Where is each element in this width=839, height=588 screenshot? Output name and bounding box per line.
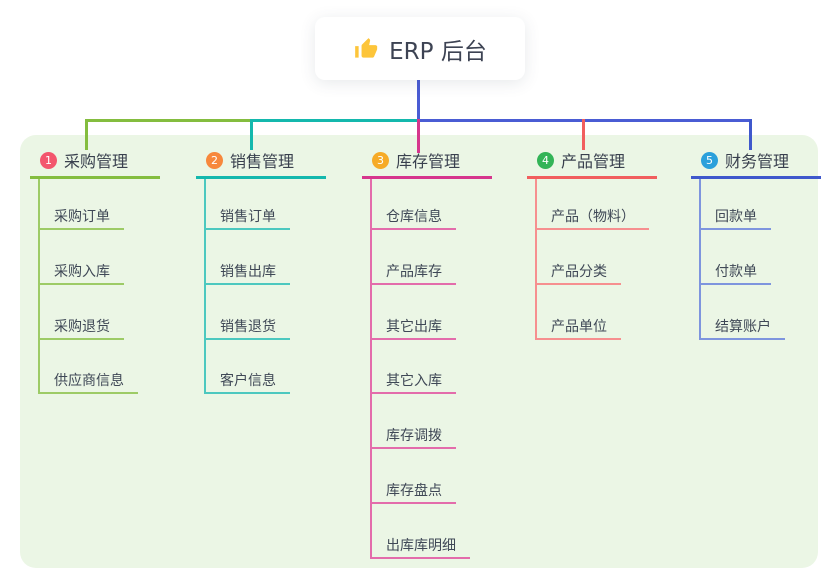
child-node[interactable]: 采购入库 (38, 261, 124, 285)
child-node[interactable]: 产品（物料） (535, 206, 649, 230)
child-node[interactable]: 其它入库 (370, 370, 456, 395)
child-node[interactable]: 销售退货 (204, 316, 290, 340)
branch-child-connector-5 (699, 179, 701, 340)
branch-drop-4 (582, 119, 585, 150)
child-node[interactable]: 采购退货 (38, 316, 124, 340)
branch-header-5[interactable]: 5 财务管理 (691, 144, 821, 179)
branch-header-3[interactable]: 3 库存管理 (362, 144, 492, 179)
thumbs-up-icon (353, 36, 379, 62)
branch-title: 库存管理 (396, 152, 461, 171)
branch-drop-2 (250, 119, 253, 150)
root-node[interactable]: ERP 后台 (315, 17, 525, 80)
bus-segment-1 (85, 119, 253, 122)
branch-number-badge: 5 (701, 151, 718, 169)
branches-panel (20, 135, 818, 568)
branch-title: 产品管理 (561, 152, 626, 171)
branch-number-badge: 3 (372, 151, 389, 169)
child-node[interactable]: 客户信息 (204, 370, 290, 395)
child-node[interactable]: 付款单 (699, 261, 771, 285)
child-node[interactable]: 库存盘点 (370, 480, 456, 504)
branch-drop-1 (85, 119, 88, 150)
branch-child-connector-2 (204, 179, 206, 395)
bus-segment-2 (250, 119, 420, 122)
child-node[interactable]: 出库库明细 (370, 535, 470, 559)
child-node[interactable]: 库存调拨 (370, 425, 456, 450)
branch-child-connector-1 (38, 179, 40, 395)
root-title: ERP 后台 (389, 38, 487, 65)
branch-number-badge: 4 (537, 151, 554, 169)
child-node[interactable]: 产品分类 (535, 261, 621, 285)
child-node[interactable]: 供应商信息 (38, 370, 138, 395)
branch-title: 销售管理 (230, 152, 295, 171)
branch-child-connector-4 (535, 179, 537, 340)
branch-number-badge: 2 (206, 151, 223, 169)
root-connector-line (417, 80, 420, 122)
child-node[interactable]: 其它出库 (370, 316, 456, 340)
branch-title: 财务管理 (725, 152, 790, 171)
child-node[interactable]: 产品单位 (535, 316, 621, 340)
child-node[interactable]: 销售出库 (204, 261, 290, 285)
child-node[interactable]: 产品库存 (370, 261, 456, 285)
child-node[interactable]: 回款单 (699, 206, 771, 230)
branch-drop-3 (417, 119, 420, 153)
branch-child-connector-3 (370, 179, 372, 559)
branch-header-4[interactable]: 4 产品管理 (527, 144, 657, 179)
branch-title: 采购管理 (64, 152, 129, 171)
child-node[interactable]: 销售订单 (204, 206, 290, 230)
branch-header-1[interactable]: 1 采购管理 (30, 144, 160, 179)
branch-number-badge: 1 (40, 151, 57, 169)
child-node[interactable]: 采购订单 (38, 206, 124, 230)
branch-header-2[interactable]: 2 销售管理 (196, 144, 326, 179)
child-node[interactable]: 结算账户 (699, 316, 785, 340)
branch-drop-5 (749, 119, 752, 150)
child-node[interactable]: 仓库信息 (370, 206, 456, 230)
